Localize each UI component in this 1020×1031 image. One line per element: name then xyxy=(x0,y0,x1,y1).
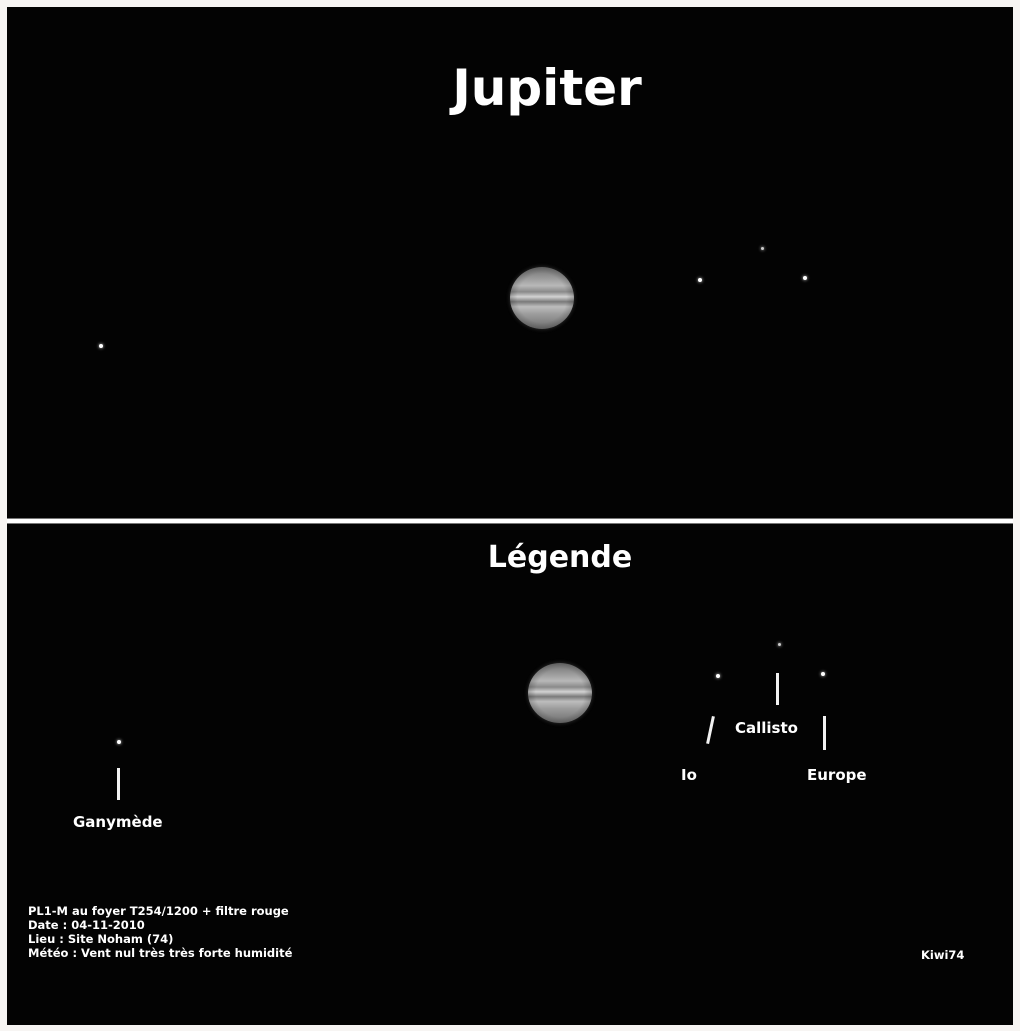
label-callisto: Callisto xyxy=(735,719,798,737)
author-credit: Kiwi74 xyxy=(921,948,965,962)
photo-title: Jupiter xyxy=(452,59,642,117)
panel-separator xyxy=(7,518,1013,524)
info-equipment: PL1-M au foyer T254/1200 + filtre rouge xyxy=(28,904,289,918)
moon-callisto xyxy=(761,247,764,250)
jupiter-planet-legend xyxy=(528,663,592,723)
info-weather: Météo : Vent nul très très forte humidit… xyxy=(28,946,293,960)
jupiter-planet xyxy=(510,267,574,329)
pointer-ganymede xyxy=(117,768,120,800)
legend-panel: Légende Ganymède Io Callisto Europe PL1-… xyxy=(7,524,1013,1025)
moon-europe xyxy=(803,276,807,280)
label-ganymede: Ganymède xyxy=(73,813,163,831)
moon-europe xyxy=(821,672,825,676)
pointer-callisto xyxy=(776,673,779,705)
label-europe: Europe xyxy=(807,766,867,784)
legend-title: Légende xyxy=(487,540,633,575)
moon-ganymede xyxy=(99,344,103,348)
moon-io xyxy=(716,674,720,678)
capture-info: PL1-M au foyer T254/1200 + filtre rouge … xyxy=(28,904,292,960)
moon-io xyxy=(698,278,702,282)
info-date: Date : 04-11-2010 xyxy=(28,918,145,932)
moon-callisto xyxy=(778,643,781,646)
pointer-europe xyxy=(823,716,826,750)
info-location: Lieu : Site Noham (74) xyxy=(28,932,174,946)
label-io: Io xyxy=(681,766,697,784)
jupiter-photo-panel: Jupiter xyxy=(7,7,1013,518)
pointer-io xyxy=(706,715,715,745)
moon-ganymede xyxy=(117,740,121,744)
